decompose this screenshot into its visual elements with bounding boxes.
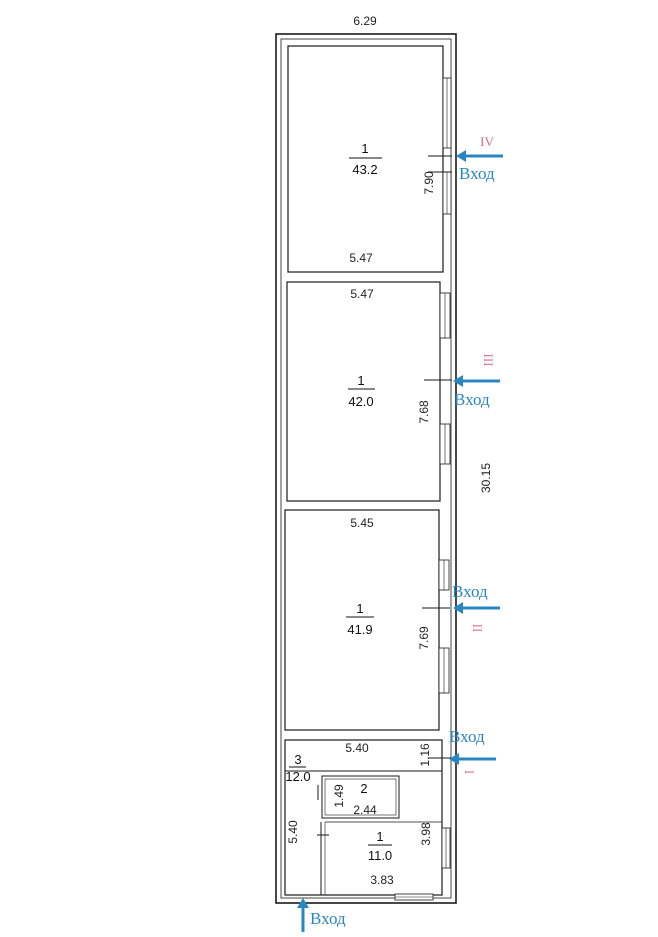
room-number: 1 (357, 373, 364, 388)
dimension-ii-width: 5.45 (350, 516, 374, 530)
entrance-label: Вход (449, 727, 485, 746)
entrance-label: Вход (454, 390, 490, 409)
room-area: 42.0 (348, 394, 373, 409)
room-number: 1 (376, 829, 383, 844)
small-room-inner (324, 778, 397, 816)
entrance-i: Вход (449, 727, 496, 765)
entrance-ii: Вход (452, 582, 500, 614)
room-area: 43.2 (352, 162, 377, 177)
dimension-main-room-width: 3.83 (370, 873, 394, 887)
unit-i-outline (284, 739, 443, 896)
entrance-label: Вход (310, 909, 346, 928)
dimension-small-room-width: 2.44 (353, 803, 377, 817)
section-mark-ii: II (470, 624, 485, 633)
section-mark-iv: IV (480, 134, 494, 149)
dimension-main-room-length: 3.98 (419, 822, 433, 846)
room-number: 1 (361, 141, 368, 156)
outer-wall-inner-line (280, 38, 452, 899)
dimension-corridor-depth: 1.16 (418, 743, 432, 767)
room-iii-outline (286, 281, 441, 502)
room-number: 2 (360, 781, 367, 796)
entrance-iv: Вход (456, 150, 503, 183)
outer-wall (275, 33, 457, 904)
room-area: 11.0 (368, 848, 392, 863)
room-iv-outline (287, 45, 444, 273)
dimension-iv-length: 7.90 (422, 171, 436, 195)
room-area: 12.0 (285, 769, 310, 784)
dimension-ii-length: 7.69 (417, 626, 431, 650)
dimension-overall-length: 30.15 (479, 463, 493, 493)
room-area: 41.9 (347, 622, 372, 637)
dimension-i-width: 5.40 (345, 741, 369, 755)
dimension-iii-width: 5.47 (350, 287, 374, 301)
dimension-small-room-depth: 1.49 (332, 784, 346, 808)
entrance-label: Вход (452, 582, 488, 601)
dimension-iv-width: 5.47 (349, 251, 373, 265)
entrance-iii: Вход (453, 375, 500, 409)
section-mark-i: I (462, 770, 477, 774)
dimension-iii-length: 7.68 (417, 400, 431, 424)
entrance-bottom: Вход (297, 898, 346, 932)
entrance-label: Вход (459, 164, 495, 183)
room-ii-outline (284, 509, 440, 731)
dimension-overall-width: 6.29 (353, 14, 377, 28)
section-mark-iii: III (481, 354, 496, 367)
small-room-outline (321, 775, 400, 819)
dimension-vestibule-length: 5.40 (286, 820, 300, 844)
room-number: 1 (356, 601, 363, 616)
room-number: 3 (294, 752, 301, 767)
